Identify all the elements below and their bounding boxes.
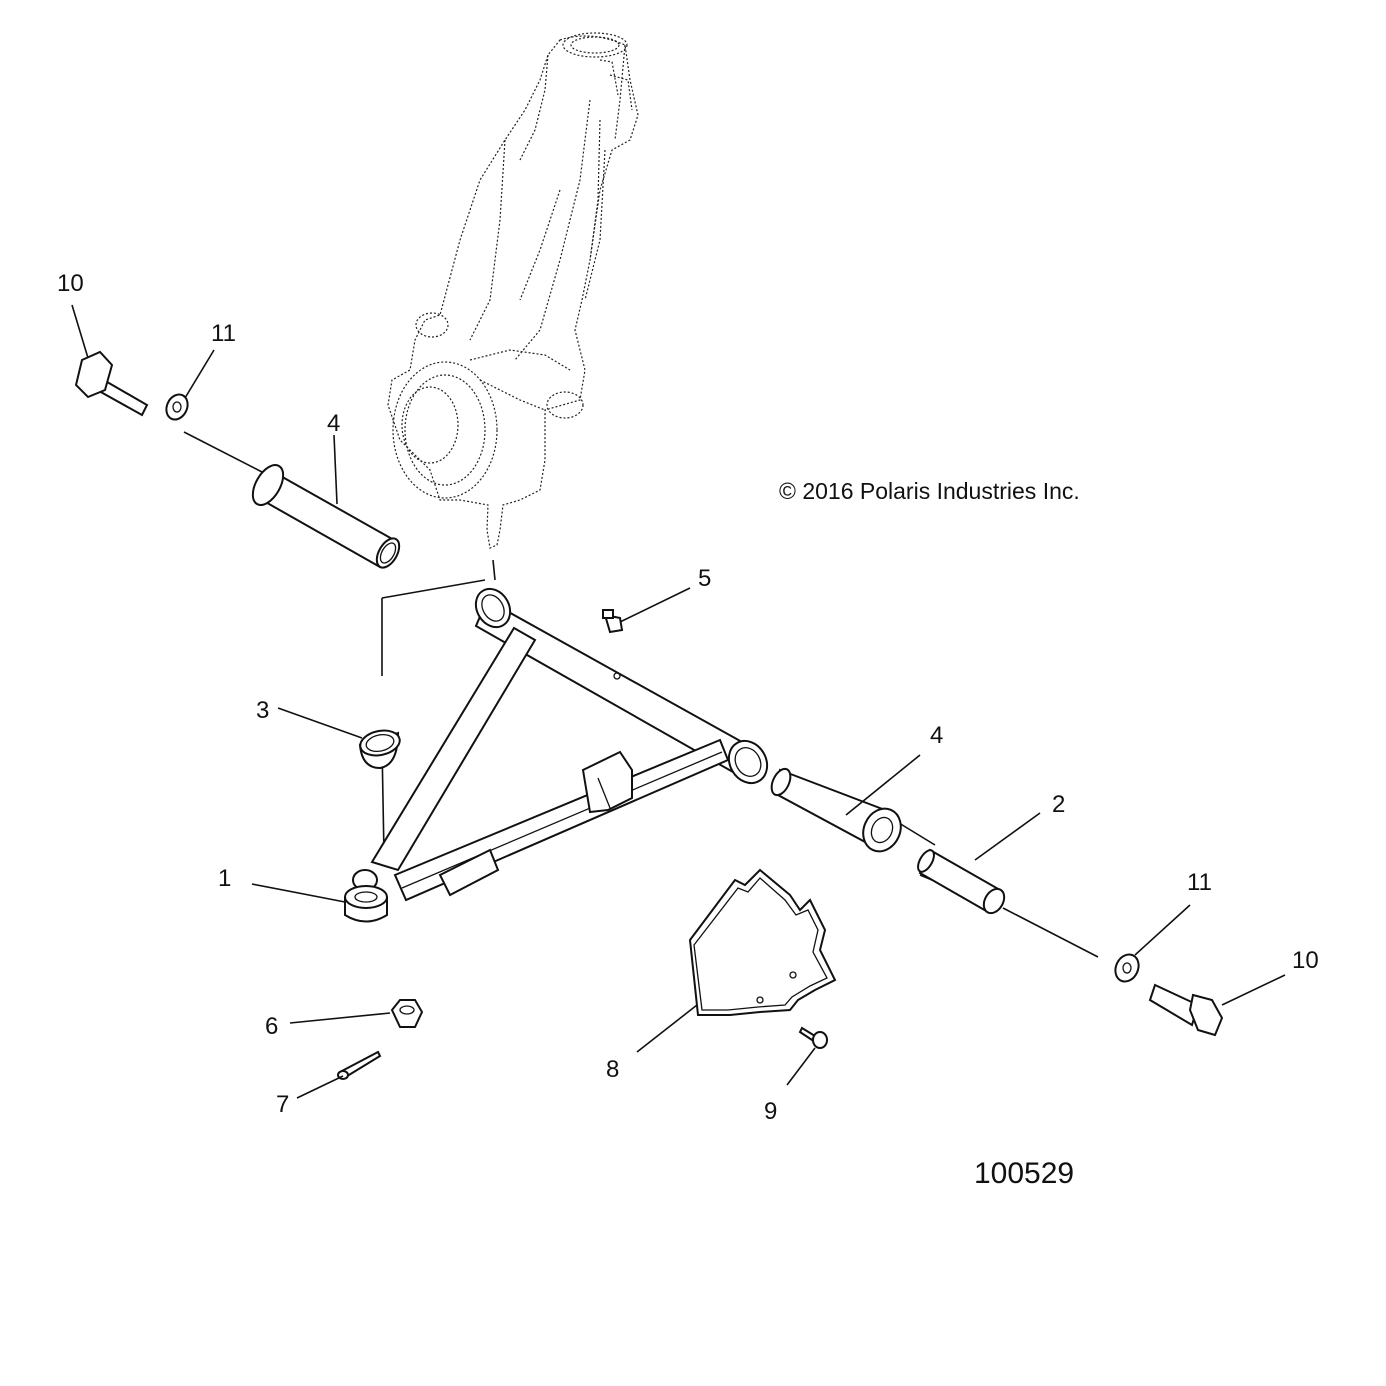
callout-10-right: 10 bbox=[1292, 947, 1319, 974]
shield-8 bbox=[688, 868, 837, 1016]
a-arm bbox=[352, 587, 769, 902]
callout-10-left: 10 bbox=[57, 270, 84, 297]
diagram-id: 100529 bbox=[974, 1157, 1074, 1190]
callout-8: 8 bbox=[606, 1056, 619, 1083]
bushing-1 bbox=[344, 885, 388, 923]
copyright-text: © 2016 Polaris Industries Inc. bbox=[779, 478, 1080, 504]
callout-6: 6 bbox=[265, 1013, 278, 1040]
screw-9 bbox=[798, 1026, 828, 1049]
callout-11-right: 11 bbox=[1187, 869, 1212, 896]
washer-11-right bbox=[1114, 953, 1140, 983]
bolt-10-right bbox=[1148, 983, 1224, 1037]
callout-9: 9 bbox=[764, 1098, 777, 1125]
bolt-10-left bbox=[74, 350, 149, 417]
pivot-tube-4-upper bbox=[251, 464, 401, 569]
cotter-pin-7 bbox=[337, 1050, 382, 1080]
callout-11-left: 11 bbox=[211, 320, 236, 347]
callout-4-right: 4 bbox=[930, 722, 943, 749]
callouts: 10 11 4 5 3 4 2 11 10 1 6 7 8 9 bbox=[57, 270, 1319, 1125]
dust-cup-3 bbox=[358, 729, 401, 770]
steering-knuckle bbox=[387, 32, 639, 549]
callout-1: 1 bbox=[218, 865, 231, 892]
callout-2: 2 bbox=[1052, 791, 1065, 818]
grease-fitting-5 bbox=[602, 609, 624, 634]
callout-7: 7 bbox=[276, 1091, 289, 1118]
callout-3: 3 bbox=[256, 697, 269, 724]
pivot-tube-4-right bbox=[770, 767, 902, 853]
leader-lines bbox=[71, 304, 1286, 1099]
bushing-2 bbox=[917, 848, 1006, 915]
washer-11-left bbox=[165, 393, 189, 421]
callout-4-upper: 4 bbox=[327, 410, 340, 437]
nut-6 bbox=[390, 999, 424, 1028]
callout-5: 5 bbox=[698, 565, 711, 592]
